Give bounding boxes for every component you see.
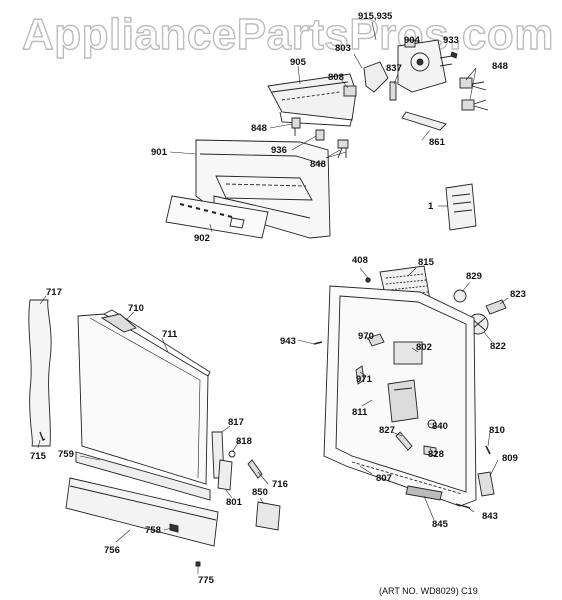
callout-758: 758: [145, 525, 161, 536]
callout-818: 818: [236, 436, 252, 447]
callout-802: 802: [416, 342, 432, 353]
callout-716: 716: [272, 479, 288, 490]
callout-837: 837: [386, 63, 402, 74]
overlay-902: [165, 195, 269, 239]
toe-panel-756: [65, 477, 219, 547]
callout-810: 810: [489, 425, 505, 436]
part-716: [247, 459, 263, 479]
callout-817: 817: [228, 417, 244, 428]
callout-715: 715: [30, 451, 46, 462]
callout-759: 759: [58, 449, 74, 460]
callout-905: 905: [290, 57, 306, 68]
callout-902: 902: [194, 233, 210, 244]
callout-943: 943: [280, 336, 296, 347]
callout-775: 775: [198, 575, 214, 586]
screw-715: [39, 431, 46, 441]
hinge-809: [477, 471, 495, 497]
callout-845: 845: [432, 519, 448, 530]
screw-818: [228, 450, 236, 458]
callout-811: 811: [352, 407, 368, 418]
insulation-717: [28, 299, 52, 447]
wire-harness-848: [459, 77, 489, 111]
cover-850: [255, 501, 281, 531]
bracket-803: [363, 61, 389, 93]
callout-815: 815: [418, 257, 434, 268]
switch-808: [343, 85, 357, 97]
callout-717: 717: [46, 287, 62, 298]
callout-915-935: 915,935: [358, 11, 393, 22]
watermark-logo: AppliancePartsPros.com: [21, 9, 554, 59]
connector-848-mid: [337, 139, 349, 159]
callout-809: 809: [502, 453, 518, 464]
callout-933: 933: [443, 35, 459, 46]
callout-840: 840: [432, 421, 448, 432]
callout-1: 1: [428, 201, 434, 212]
inner-door-807: [323, 285, 477, 507]
callout-848-left: 848: [251, 123, 267, 134]
callout-711: 711: [162, 329, 178, 340]
bracket-710: [100, 313, 137, 333]
callout-801: 801: [226, 497, 242, 508]
leader-lines: [37, 21, 509, 574]
callout-861: 861: [429, 137, 445, 148]
callout-904: 904: [404, 35, 420, 46]
connector-848-left: [291, 117, 301, 136]
callout-848-top: 848: [492, 61, 508, 72]
callout-807: 807: [376, 473, 392, 484]
screw-408: [365, 277, 371, 283]
callout-408: 408: [352, 255, 368, 266]
callout-970: 970: [358, 331, 374, 342]
callout-822: 822: [490, 341, 506, 352]
trim-759: [75, 451, 211, 501]
callout-823: 823: [510, 289, 526, 300]
callout-827: 827: [379, 425, 395, 436]
outer-door-panel-711: [77, 309, 211, 485]
art-number: (ART NO. WD8029) C19: [379, 586, 478, 596]
screw-775: [195, 561, 201, 567]
connector-936: [315, 129, 325, 141]
callout-829: 829: [466, 271, 482, 282]
rod-861: [401, 111, 447, 131]
control-bracket-905: [267, 73, 357, 127]
literature-1: [445, 183, 477, 231]
callout-971: 971: [356, 374, 372, 385]
callout-843: 843: [482, 511, 498, 522]
knob-829: [453, 289, 467, 303]
callout-803: 803: [335, 43, 351, 54]
callout-756: 756: [104, 545, 120, 556]
callout-710: 710: [128, 303, 144, 314]
screw-943: [313, 341, 323, 345]
screw-933: [450, 51, 458, 59]
callout-850: 850: [252, 487, 268, 498]
part-837: [389, 81, 397, 101]
callout-828: 828: [428, 449, 444, 460]
timer-904: [397, 39, 453, 93]
callout-808: 808: [328, 72, 344, 83]
part-801: [217, 459, 233, 491]
screw-758: [169, 523, 179, 533]
callout-936: 936: [271, 145, 287, 156]
strip-845: [405, 485, 443, 501]
screw-810: [485, 445, 491, 455]
callout-901: 901: [151, 147, 167, 158]
callout-848-mid: 848: [310, 159, 326, 170]
